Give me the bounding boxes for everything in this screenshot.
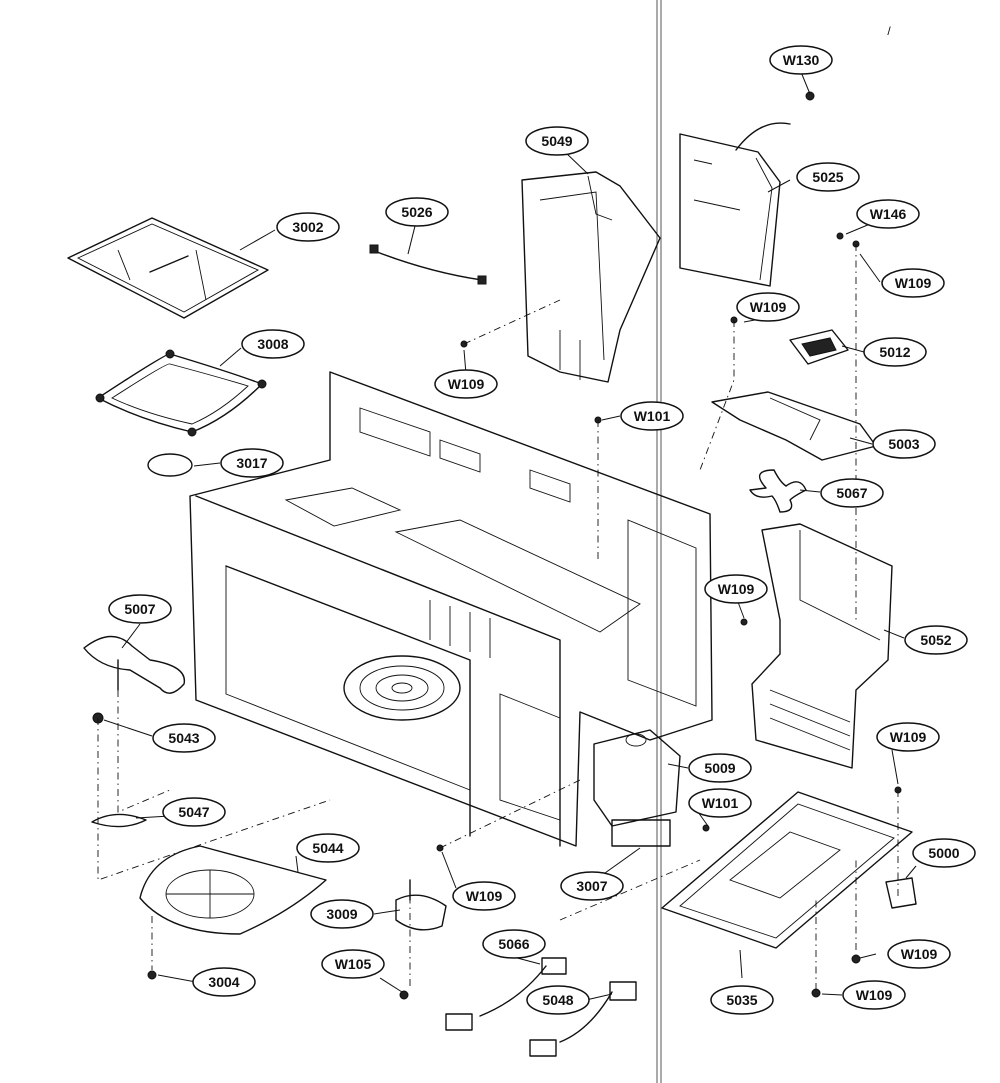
- callout-w109-h-text: W109: [856, 987, 893, 1003]
- callout-w109-g: W109: [887, 939, 951, 969]
- callout-3009: 3009: [310, 899, 374, 929]
- callout-5043-text: 5043: [168, 730, 199, 746]
- screw-parts: [147, 91, 902, 1000]
- callout-w109-f-text: W109: [466, 888, 503, 904]
- roller-ring-part: [95, 349, 267, 437]
- callout-5048-text: 5048: [542, 992, 573, 1008]
- stirrer-cover-part: [139, 845, 327, 935]
- callout-w109-h: W109: [842, 980, 906, 1010]
- callout-5025: 5025: [796, 162, 860, 192]
- callout-w109-a-text: W109: [895, 275, 932, 291]
- callout-w109-c: W109: [434, 369, 498, 399]
- callout-5047: 5047: [162, 797, 226, 827]
- corner-mark: /: [887, 24, 891, 38]
- control-board-part: [679, 122, 791, 287]
- callout-5066-text: 5066: [498, 936, 529, 952]
- callout-5007: 5007: [108, 594, 172, 624]
- magnetron-part: [593, 729, 681, 847]
- leader-lines: [103, 71, 917, 1001]
- callout-w146-text: W146: [870, 206, 907, 222]
- duct-5049-part: [521, 171, 661, 383]
- callout-w109-f: W109: [452, 881, 516, 911]
- callout-w109-b-text: W109: [750, 299, 787, 315]
- harness-5066-part: [445, 957, 567, 1031]
- callout-5047-text: 5047: [178, 804, 209, 820]
- callout-w105: W105: [321, 949, 385, 979]
- callout-w101-a: W101: [620, 401, 684, 431]
- callout-w109-e: W109: [876, 722, 940, 752]
- callout-3002: 3002: [276, 212, 340, 242]
- harness-5048-part: [529, 981, 637, 1057]
- callout-5009-text: 5009: [704, 760, 735, 776]
- stirrer-part: [83, 635, 186, 694]
- callout-3009-text: 3009: [326, 906, 357, 922]
- callout-5003: 5003: [872, 429, 936, 459]
- callout-w109-b: W109: [736, 292, 800, 322]
- callout-5025-text: 5025: [812, 169, 843, 185]
- callout-5048: 5048: [526, 985, 590, 1015]
- callout-5026-text: 5026: [401, 204, 432, 220]
- callout-5067-text: 5067: [836, 485, 867, 501]
- callout-w109-c-text: W109: [448, 376, 485, 392]
- callout-w109-d-text: W109: [718, 581, 755, 597]
- callout-5009: 5009: [688, 753, 752, 783]
- coupler-part: [147, 453, 193, 477]
- callout-3004-text: 3004: [208, 974, 239, 990]
- callout-w146: W146: [856, 199, 920, 229]
- callout-3017: 3017: [220, 448, 284, 478]
- fan-blade-part: [749, 469, 807, 513]
- callout-3007: 3007: [560, 871, 624, 901]
- callout-w109-a: W109: [881, 268, 945, 298]
- cable-5026-part: [369, 244, 487, 285]
- callout-5012-text: 5012: [879, 344, 910, 360]
- callout-5000: 5000: [912, 838, 976, 868]
- relay-part: [885, 877, 917, 909]
- callout-5052: 5052: [904, 625, 968, 655]
- callout-3008: 3008: [241, 329, 305, 359]
- callout-5043: 5043: [152, 723, 216, 753]
- glass-tray-part: [67, 217, 269, 319]
- callout-w105-text: W105: [335, 956, 372, 972]
- callout-3008-text: 3008: [257, 336, 288, 352]
- callout-w130-text: W130: [783, 52, 820, 68]
- callout-5044-text: 5044: [312, 840, 343, 856]
- callout-5066: 5066: [482, 929, 546, 959]
- callout-5049: 5049: [525, 126, 589, 156]
- fan-bracket-part: [711, 391, 877, 461]
- callout-w101-a-text: W101: [634, 408, 671, 424]
- turntable-motor-part: [395, 879, 447, 931]
- callout-3004: 3004: [192, 967, 256, 997]
- callout-5067: 5067: [820, 478, 884, 508]
- callout-w101-b: W101: [688, 788, 752, 818]
- callout-5003-text: 5003: [888, 436, 919, 452]
- callout-5007-text: 5007: [124, 601, 155, 617]
- callout-w101-b-text: W101: [702, 795, 739, 811]
- callout-w109-e-text: W109: [890, 729, 927, 745]
- assembly-guide-lines: [97, 244, 899, 990]
- air-guide-part: [751, 523, 893, 769]
- callout-5044: 5044: [296, 833, 360, 863]
- center-fold-line: [656, 0, 662, 1083]
- callout-w109-d: W109: [704, 574, 768, 604]
- switch-cluster-part: [789, 329, 849, 365]
- base-plate-part: [661, 791, 913, 949]
- callout-5049-text: 5049: [541, 133, 572, 149]
- callout-5035-text: 5035: [726, 992, 757, 1008]
- callout-5052-text: 5052: [920, 632, 951, 648]
- callout-3017-text: 3017: [236, 455, 267, 471]
- callout-5012: 5012: [863, 337, 927, 367]
- callout-3002-text: 3002: [292, 219, 323, 235]
- callout-5026: 5026: [385, 197, 449, 227]
- callout-w130: W130: [769, 45, 833, 75]
- callout-3007-text: 3007: [576, 878, 607, 894]
- cavity-housing-part: [189, 371, 713, 847]
- callout-w109-g-text: W109: [901, 946, 938, 962]
- stirrer-shaft-part: [91, 712, 147, 828]
- callout-5000-text: 5000: [928, 845, 959, 861]
- callout-5035: 5035: [710, 985, 774, 1015]
